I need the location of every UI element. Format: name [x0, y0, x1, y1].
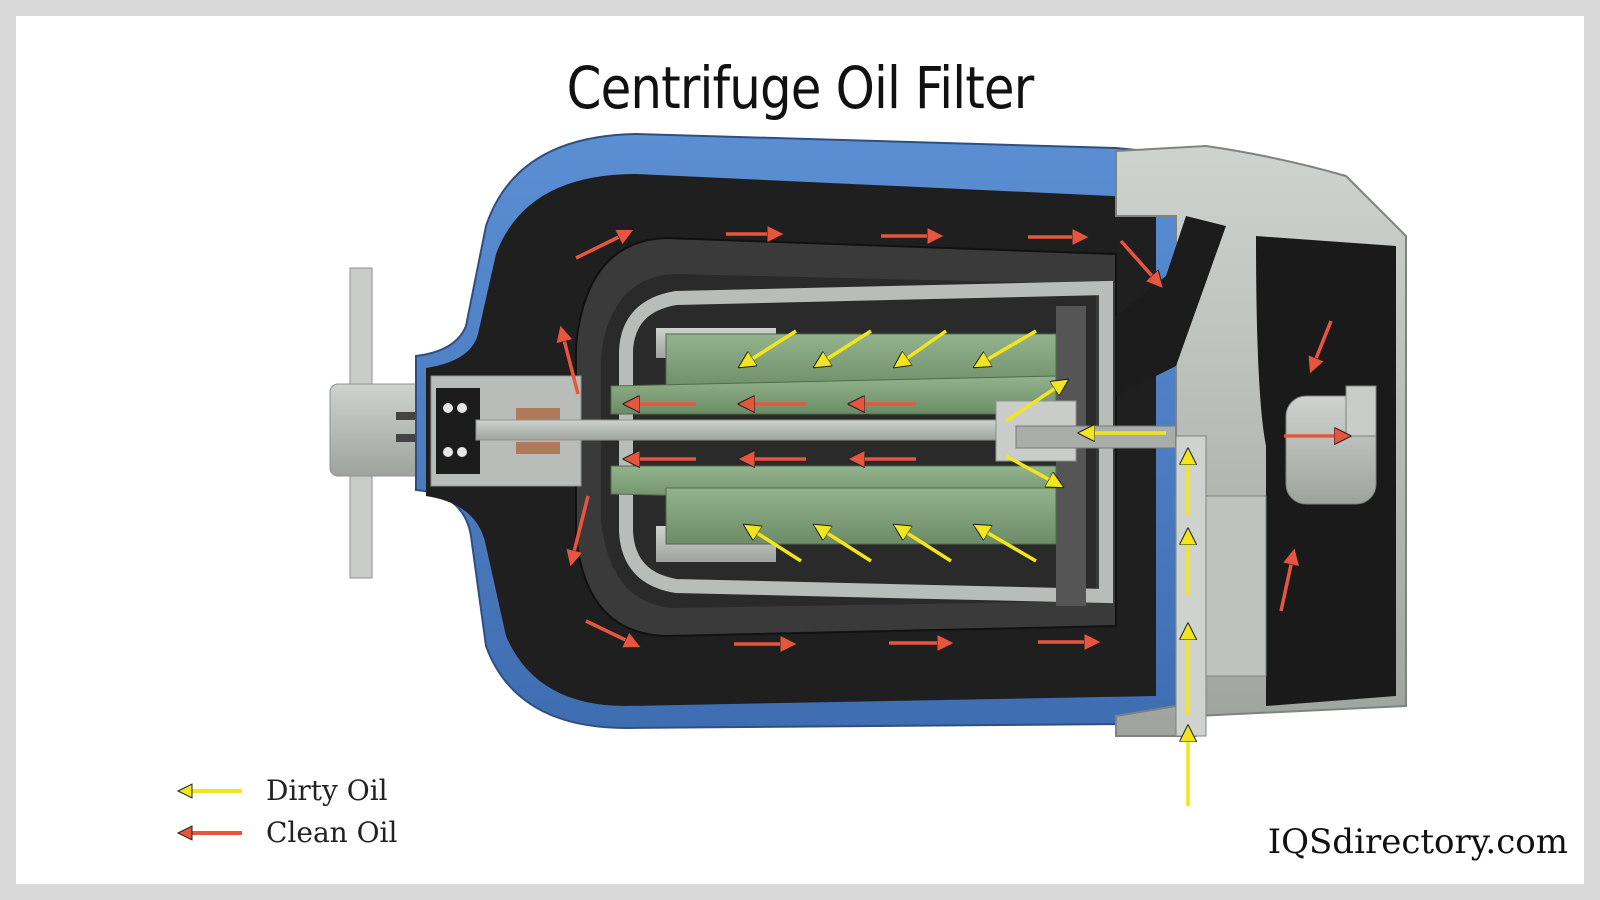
central-spindle: [430, 375, 1177, 487]
left-mount-plate: [329, 267, 431, 579]
dirty-oil-flow: [741, 329, 1188, 806]
legend-label-clean-oil: Clean Oil: [266, 816, 398, 849]
centrifuge-oil-filter-diagram: [329, 132, 1407, 806]
legend-label-dirty-oil: Dirty Oil: [266, 774, 388, 807]
clean-oil-flow: [561, 231, 1348, 646]
diagram-frame: Centrifuge Oil Filter: [16, 16, 1584, 884]
legend-item-dirty-oil: Dirty Oil: [176, 774, 388, 807]
base-housing: [1115, 144, 1407, 737]
diagram-title: Centrifuge Oil Filter: [566, 54, 1035, 122]
watermark: IQSdirectory.com: [1267, 822, 1568, 862]
legend-item-clean-oil: Clean Oil: [176, 816, 397, 849]
red-arrow-icon: [176, 824, 242, 841]
yellow-arrow-icon: [176, 782, 242, 799]
